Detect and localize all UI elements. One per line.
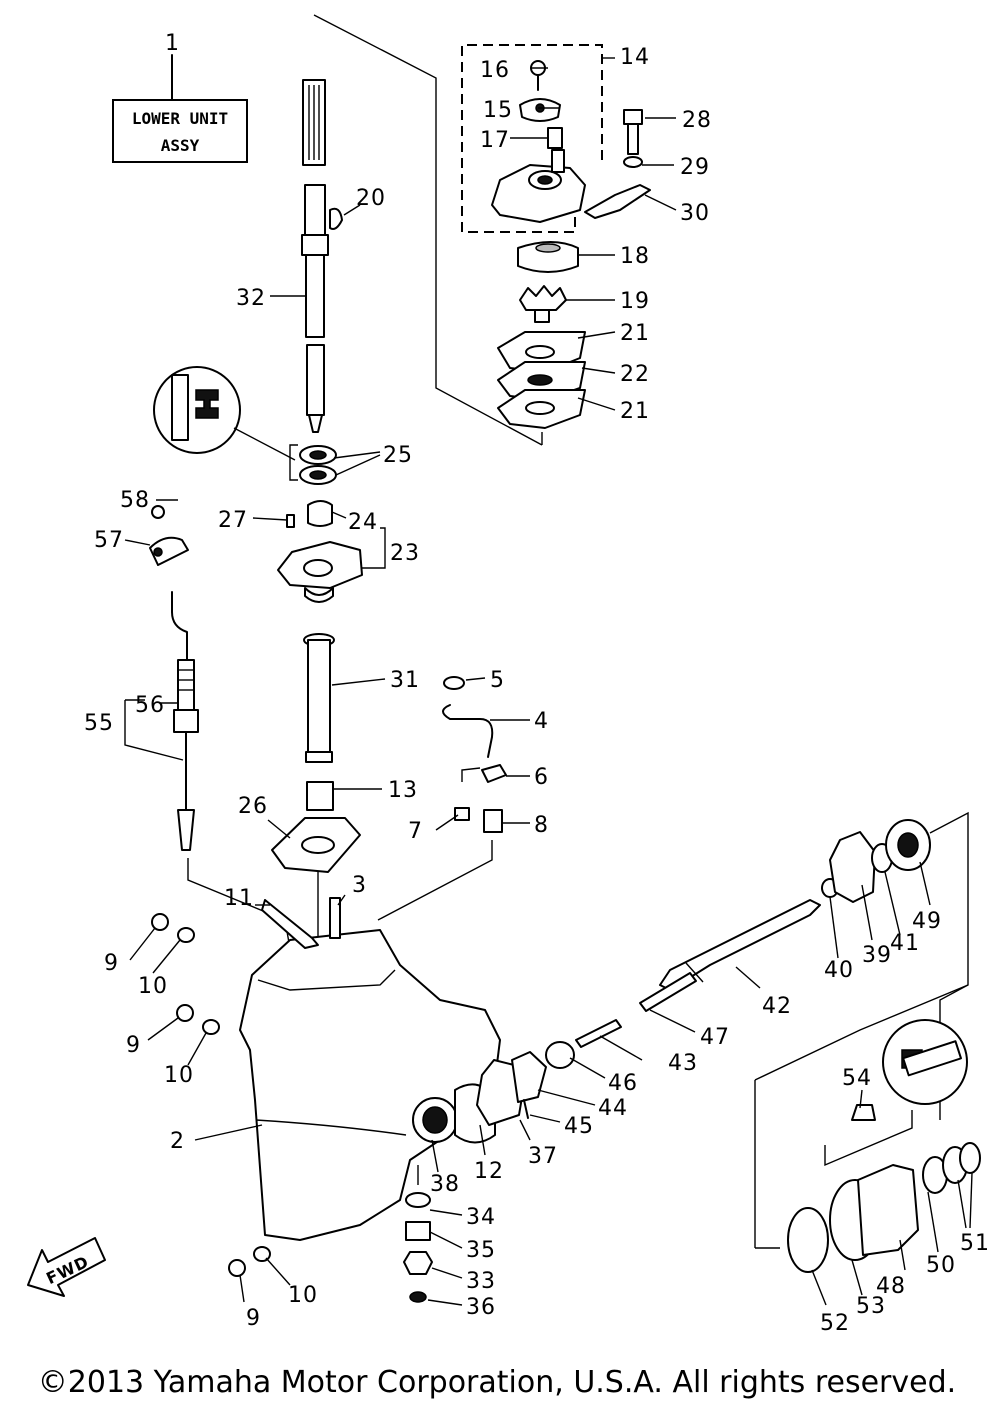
- water-pipe: [442, 676, 507, 833]
- fasteners-9-10: [151, 913, 271, 1277]
- label-22: 22: [620, 362, 650, 387]
- label-23: 23: [390, 541, 420, 566]
- label-54: 54: [842, 1066, 872, 1091]
- pinion-group: [403, 1165, 433, 1303]
- label-4: 4: [534, 709, 549, 734]
- bearings-25: [289, 444, 337, 485]
- label-8: 8: [534, 813, 549, 838]
- label-38: 38: [430, 1172, 460, 1197]
- label-26: 26: [238, 794, 268, 819]
- shift-rod: [149, 505, 199, 851]
- outer-housing-23: [277, 500, 363, 603]
- label-14: 14: [620, 45, 650, 70]
- label-55: 55: [84, 711, 114, 736]
- box-line2: ASSY: [161, 136, 200, 155]
- label-21b: 21: [620, 399, 650, 424]
- label-36: 36: [466, 1295, 496, 1320]
- bearing-detail-callout: [882, 1019, 968, 1105]
- label-16: 16: [480, 58, 510, 83]
- label-24: 24: [348, 510, 378, 535]
- label-15: 15: [483, 98, 513, 123]
- label-17: 17: [480, 128, 510, 153]
- label-49: 49: [912, 909, 942, 934]
- forward-gear-group: [412, 1041, 575, 1144]
- label-37: 37: [528, 1144, 558, 1169]
- label-43: 43: [668, 1051, 698, 1076]
- label-3: 3: [352, 873, 367, 898]
- drive-shaft: [301, 79, 343, 433]
- label-34: 34: [466, 1205, 496, 1230]
- label-9a: 9: [104, 951, 119, 976]
- bolt-washer-bracket: [584, 109, 651, 219]
- label-50: 50: [926, 1253, 956, 1278]
- label-56: 56: [135, 693, 165, 718]
- label-39: 39: [862, 943, 892, 968]
- label-7: 7: [408, 819, 423, 844]
- label-48: 48: [876, 1274, 906, 1299]
- water-pump-group: [461, 44, 603, 429]
- gear-case: [239, 897, 501, 1241]
- label-27: 27: [218, 508, 248, 533]
- label-25: 25: [383, 443, 413, 468]
- label-5: 5: [490, 668, 505, 693]
- assembly-bracket-lines: [187, 14, 969, 1249]
- label-57: 57: [94, 528, 124, 553]
- seal-detail-callout: [153, 366, 296, 461]
- label-1: 1: [165, 31, 180, 56]
- label-20: 20: [356, 186, 386, 211]
- label-32: 32: [236, 286, 266, 311]
- label-44: 44: [598, 1096, 628, 1121]
- box-line1: LOWER UNIT: [132, 109, 228, 128]
- label-51: 51: [960, 1231, 990, 1256]
- label-47: 47: [700, 1025, 730, 1050]
- leader-lines: [124, 57, 973, 1306]
- reverse-gear-group: [821, 819, 931, 903]
- label-35: 35: [466, 1238, 496, 1263]
- sleeve-and-gasket: [271, 633, 361, 960]
- label-42: 42: [762, 994, 792, 1019]
- label-10b: 10: [164, 1063, 194, 1088]
- propeller-shaft: [575, 899, 821, 1048]
- label-10c: 10: [288, 1283, 318, 1308]
- label-28: 28: [682, 108, 712, 133]
- bearing-housing-group: [787, 1104, 981, 1273]
- label-52: 52: [820, 1311, 850, 1336]
- label-58: 58: [120, 488, 150, 513]
- label-41: 41: [890, 931, 920, 956]
- lower-unit-assy-box: LOWER UNIT ASSY: [112, 54, 248, 163]
- label-45: 45: [564, 1114, 594, 1139]
- label-40: 40: [824, 958, 854, 983]
- label-11: 11: [224, 886, 254, 911]
- label-2: 2: [170, 1129, 185, 1154]
- label-9c: 9: [246, 1306, 261, 1331]
- label-19: 19: [620, 289, 650, 314]
- label-29: 29: [680, 155, 710, 180]
- label-10a: 10: [138, 974, 168, 999]
- label-12: 12: [474, 1159, 504, 1184]
- label-18: 18: [620, 244, 650, 269]
- part-labels: 1 2 3 4 5 6 7 8 9 9 9 10 10 10 11 12 13 …: [84, 31, 990, 1336]
- fwd-arrow-icon: FWD: [27, 1237, 106, 1297]
- label-9b: 9: [126, 1033, 141, 1058]
- label-33: 33: [466, 1269, 496, 1294]
- label-53: 53: [856, 1294, 886, 1319]
- label-30: 30: [680, 201, 710, 226]
- copyright-notice: ©2013 Yamaha Motor Corporation, U.S.A. A…: [38, 1365, 956, 1400]
- label-6: 6: [534, 765, 549, 790]
- label-31: 31: [390, 668, 420, 693]
- label-46: 46: [608, 1071, 638, 1096]
- label-13: 13: [388, 778, 418, 803]
- label-21a: 21: [620, 321, 650, 346]
